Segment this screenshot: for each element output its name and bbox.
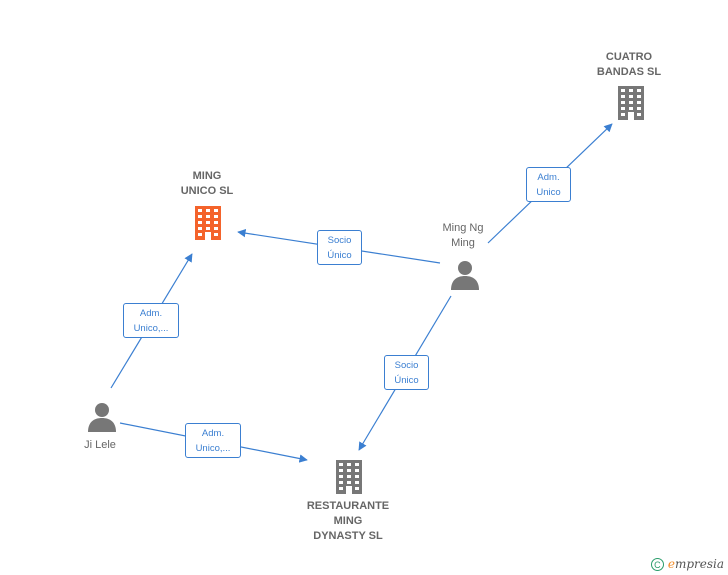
node-label-ming_unico[interactable]: MING UNICO SL xyxy=(180,170,234,197)
node-label-cuatro[interactable]: CUATRO BANDAS SL xyxy=(596,51,662,78)
brand-logo: empresia xyxy=(667,557,724,571)
node-label-ji_lele[interactable]: Ji Lele xyxy=(84,439,116,451)
building-icon-ming_unico[interactable] xyxy=(193,206,223,245)
footer-brand: C empresia xyxy=(650,557,724,571)
edge-label-ming_ng-cuatro[interactable]: Adm. Unico xyxy=(526,167,571,202)
edge-label-ji_lele-ming_unico[interactable]: Adm. Unico,... xyxy=(123,303,179,338)
edge-label-ming_ng-restaurante[interactable]: Socio Único xyxy=(384,355,429,390)
person-icon-ming_ng[interactable] xyxy=(450,260,480,295)
copyright-icon: C xyxy=(650,557,664,571)
person-icon-ji_lele[interactable] xyxy=(87,402,117,437)
edge-label-ming_ng-ming_unico[interactable]: Socio Único xyxy=(317,230,362,265)
building-icon-restaurante[interactable] xyxy=(334,460,364,499)
edge-label-ji_lele-restaurante[interactable]: Adm. Unico,... xyxy=(185,423,241,458)
node-label-ming_ng[interactable]: Ming Ng Ming xyxy=(442,222,484,249)
building-icon-cuatro[interactable] xyxy=(616,86,646,125)
node-label-restaurante[interactable]: RESTAURANTE MING DYNASTY SL xyxy=(306,500,390,542)
